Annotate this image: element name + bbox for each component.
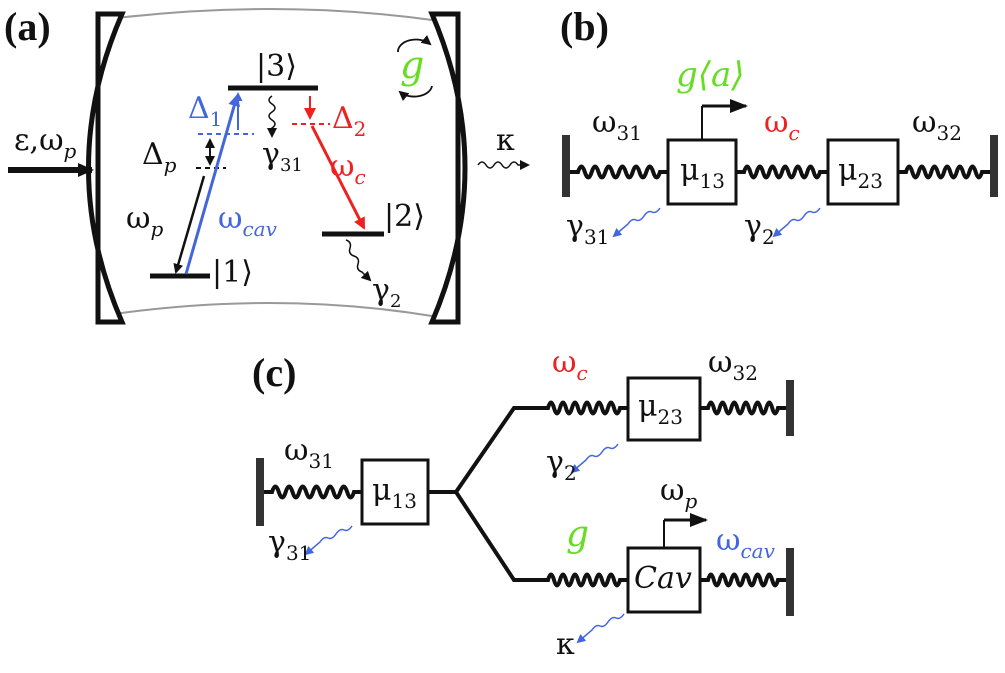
kappa-decay-c [576,613,625,644]
mu13-label-b: μ13 [680,153,725,193]
omega31-label-b: ω31 [592,105,642,145]
cavity-bottom-edge [99,302,433,317]
wall-right-b [990,135,998,197]
spring-omega31-c [264,484,362,500]
wall-left-b [562,135,570,197]
cav-label-c: Cav [634,561,692,596]
omega-cav-label-c: ωcav [716,523,776,563]
spring-g-c [540,572,628,588]
g-label-c: g [566,514,589,555]
mu13-box-b [666,138,738,206]
mu23-label-b: μ23 [838,153,883,193]
panel-c: (c) μ13 μ23 Cav ω31 ωc ω32 g ωp ωcav γ31… [252,345,794,662]
panel-a: (a) ε,ωp κ g |3⟩ |2⟩ |1⟩ [4,4,530,325]
gamma2-decay-wavy [345,239,372,282]
right-mirror [428,11,468,325]
omega-p-label-c: ωp [660,473,697,513]
spring-omega-c-c [540,400,628,416]
gamma2-label-b: γ2 [744,209,775,249]
spring-omega32-b [898,164,990,180]
omega32-label-c: ω32 [708,345,758,385]
deltap-label: Δp [142,137,177,177]
coupling-arrow-bottom [398,85,433,101]
gamma31-label-c: γ31 [268,525,311,565]
mu23-box-b [826,138,900,206]
coupling-g-label: g [400,43,424,87]
omega-p-transition [173,175,206,274]
pump-label: ε,ωp [14,123,77,163]
mu13-label-c: μ13 [372,473,417,513]
cavity-top-edge [99,8,433,21]
fork-upper [428,406,540,494]
omega31-label-c: ω31 [284,433,334,473]
spring-omega32-c [700,400,786,416]
left-mirror [86,11,126,325]
drive-label-b: g⟨a⟩ [676,55,745,95]
gamma31-label-a: γ31 [262,137,303,176]
panel-c-label: (c) [252,350,296,395]
omega-c-label: ωc [330,149,366,189]
gamma2-decay-c [570,443,619,474]
gamma2-label-c: γ2 [546,445,577,485]
gamma31-decay-wavy [267,95,277,138]
gamma2-decay-b [772,207,821,238]
cavity-decay-wavy [477,160,530,170]
panel-b: (b) μ13 μ23 g⟨a⟩ ω31 ωc ω32 γ31 γ2 [560,4,998,249]
delta1-label: Δ1 [188,91,222,131]
mu23-box-c [626,376,702,442]
mu23-label-c: μ23 [638,389,683,429]
gamma31-decay-c [304,525,353,556]
panel-a-label: (a) [4,4,51,49]
cav-box-c [626,546,702,614]
gamma2-label-a: γ2 [372,273,401,312]
coupling-arrow-top [397,35,432,53]
gamma31-decay-b [612,207,661,238]
omega-c-transition [310,125,366,230]
delta2-label: Δ2 [332,101,366,141]
wall-right-c-bottom [786,548,794,616]
omega-p-label: ωp [126,201,163,241]
omega-cav-label: ωcav [218,201,278,241]
spring-omega-c-b [736,164,828,180]
level-2-label: |2⟩ [384,199,425,234]
wall-right-c-top [786,380,794,436]
kappa-label-c: κ [556,627,575,662]
spring-omega31-b [570,164,668,180]
omega32-label-b: ω32 [912,105,962,145]
level-3-label: |3⟩ [256,49,297,84]
omega-cav-transition [184,94,241,275]
gamma31-label-b: γ31 [566,209,609,249]
panel-b-label: (b) [560,4,609,49]
kappa-label: κ [496,123,515,158]
fork-lower [454,490,540,582]
mu13-box-c [360,458,430,526]
spring-omega-cav-c [700,572,786,588]
level-1-label: |1⟩ [212,255,253,290]
wall-left-c [256,458,264,526]
omega-c-label-b: ωc [764,105,800,145]
omega-c-label-c: ωc [552,345,588,385]
